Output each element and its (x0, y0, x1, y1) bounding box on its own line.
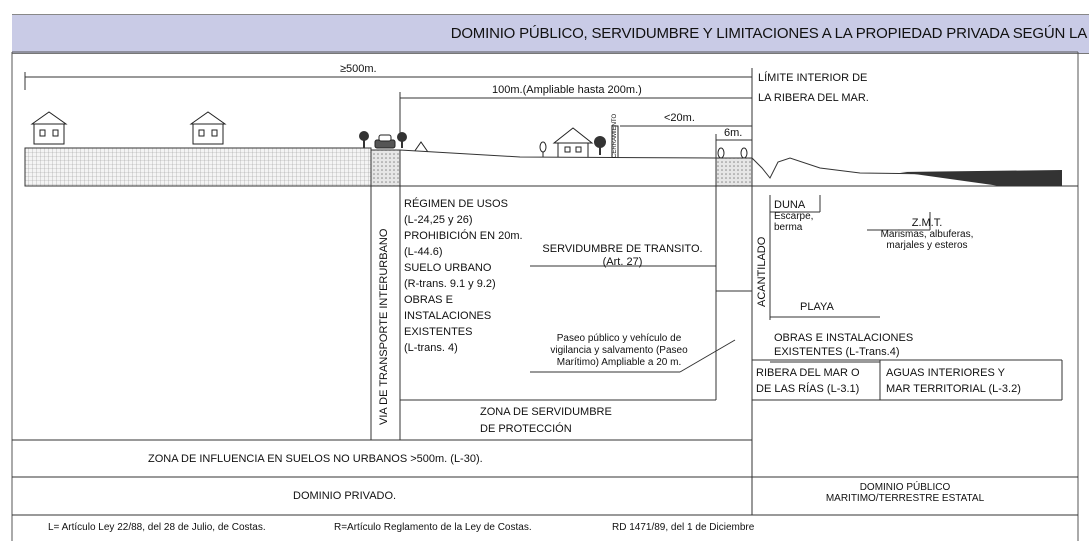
dim-100-label: 100m.(Ampliable hasta 200m.) (492, 84, 642, 96)
dominio-publico-line: MARITIMO/TERRESTRE ESTATAL (825, 493, 985, 504)
regimen-line: (L-24,25 y 26) (404, 214, 473, 226)
servidumbre-line: (Art. 27) (602, 256, 643, 268)
zona-influencia-label: ZONA DE INFLUENCIA EN SUELOS NO URBANOS … (148, 453, 483, 465)
ground-profile (24, 147, 1078, 187)
zmt-line: Marismas, albuferas, (880, 229, 974, 240)
paseo-line: vigilancia y salvamento (Paseo (550, 345, 688, 356)
aguas-label: AGUAS INTERIORES Y MAR TERRITORIAL (L-3.… (886, 365, 1021, 397)
ribera-label: RIBERA DEL MAR O DE LAS RÍAS (L-3.1) (756, 365, 860, 397)
ribera-line: RIBERA DEL MAR O (756, 367, 860, 379)
paseo-label: Paseo público y vehículo de vigilancia y… (530, 333, 708, 369)
zmt-line: Z.M.T. (911, 217, 943, 229)
aguas-line: AGUAS INTERIORES Y (886, 367, 1005, 379)
leader-lines (530, 195, 931, 373)
acantilado-label: ACANTILADO (756, 236, 768, 307)
obras-line: EXISTENTES (L-Trans.4) (774, 346, 900, 358)
duna-label: DUNA Escarpe, berma (774, 199, 814, 234)
regimen-line: PROHIBICIÓN EN 20m. (404, 230, 523, 242)
regimen-line: INSTALACIONES (404, 310, 492, 322)
tree-icon (359, 131, 606, 155)
obras-label: OBRAS E INSTALACIONES EXISTENTES (L-Tran… (774, 331, 913, 359)
regimen-block: RÉGIMEN DE USOS (L-24,25 y 26) PROHIBICI… (404, 196, 523, 356)
via-transporte-label: VIA DE TRANSPORTE INTERURBANO (378, 228, 390, 425)
house-icon (189, 111, 227, 145)
house-icon (30, 111, 68, 145)
footer-rd: RD 1471/89, del 1 de Diciembre (612, 522, 755, 533)
duna-line: berma (774, 222, 803, 233)
zona-servidumbre-label: ZONA DE SERVIDUMBRE DE PROTECCIÓN (480, 404, 612, 438)
limit-label-2: LA RIBERA DEL MAR. (758, 92, 869, 104)
regimen-line: EXISTENTES (404, 326, 473, 338)
house-icon (552, 127, 594, 159)
outer-border (11, 51, 1079, 541)
title-bar: DOMINIO PÚBLICO, SERVIDUMBRE Y LIMITACIO… (12, 14, 1089, 54)
grid-lines (12, 186, 1078, 516)
dim-500-label: ≥500m. (340, 63, 377, 75)
zona-servidumbre-line: ZONA DE SERVIDUMBRE (480, 406, 612, 418)
diagram-title: DOMINIO PÚBLICO, SERVIDUMBRE Y LIMITACIO… (450, 25, 1087, 42)
footer-r: R=Artículo Reglamento de la Ley de Costa… (334, 522, 532, 533)
paseo-line: Paseo público y vehículo de (556, 333, 682, 344)
dim-6-label: 6m. (724, 127, 743, 139)
playa-label: PLAYA (800, 301, 834, 313)
zona-servidumbre-line: DE PROTECCIÓN (480, 423, 572, 435)
zmt-line: marjales y esteros (886, 240, 968, 251)
paseo-line: Marítimo) Ampliable a 20 m. (556, 357, 682, 368)
regimen-line: (L-trans. 4) (404, 342, 458, 354)
duna-line: Escarpe, (774, 211, 814, 222)
regimen-line: (R-trans. 9.1 y 9.2) (404, 278, 496, 290)
dominio-privado-label: DOMINIO PRIVADO. (293, 490, 397, 502)
car-icon (374, 134, 396, 149)
regimen-line: SUELO URBANO (404, 262, 492, 274)
regimen-line: OBRAS E (404, 294, 453, 306)
dimension-lines (24, 68, 753, 160)
aguas-line: MAR TERRITORIAL (L-3.2) (886, 383, 1021, 395)
ribera-line: DE LAS RÍAS (L-3.1) (756, 383, 860, 395)
dominio-publico-line: DOMINIO PÚBLICO (859, 482, 951, 493)
regimen-line: (L-44.6) (404, 246, 443, 258)
dominio-publico-label: DOMINIO PÚBLICO MARITIMO/TERRESTRE ESTAT… (770, 482, 1040, 504)
servidumbre-line: SERVIDUMBRE DE TRANSITO. (542, 243, 703, 255)
servidumbre-transito-label: SERVIDUMBRE DE TRANSITO. (Art. 27) (530, 243, 715, 269)
limit-label-1: LÍMITE INTERIOR DE (758, 72, 868, 84)
footer-l: L= Artículo Ley 22/88, del 28 de Julio, … (48, 522, 266, 533)
obras-line: OBRAS E INSTALACIONES (774, 332, 914, 344)
duna-line: DUNA (774, 199, 806, 211)
zmt-label: Z.M.T. Marismas, albuferas, marjales y e… (862, 217, 992, 252)
regimen-line: RÉGIMEN DE USOS (404, 198, 508, 210)
cerramiento-label: CERRAMIENTO (612, 113, 618, 158)
dim-20-label: <20m. (664, 112, 695, 124)
